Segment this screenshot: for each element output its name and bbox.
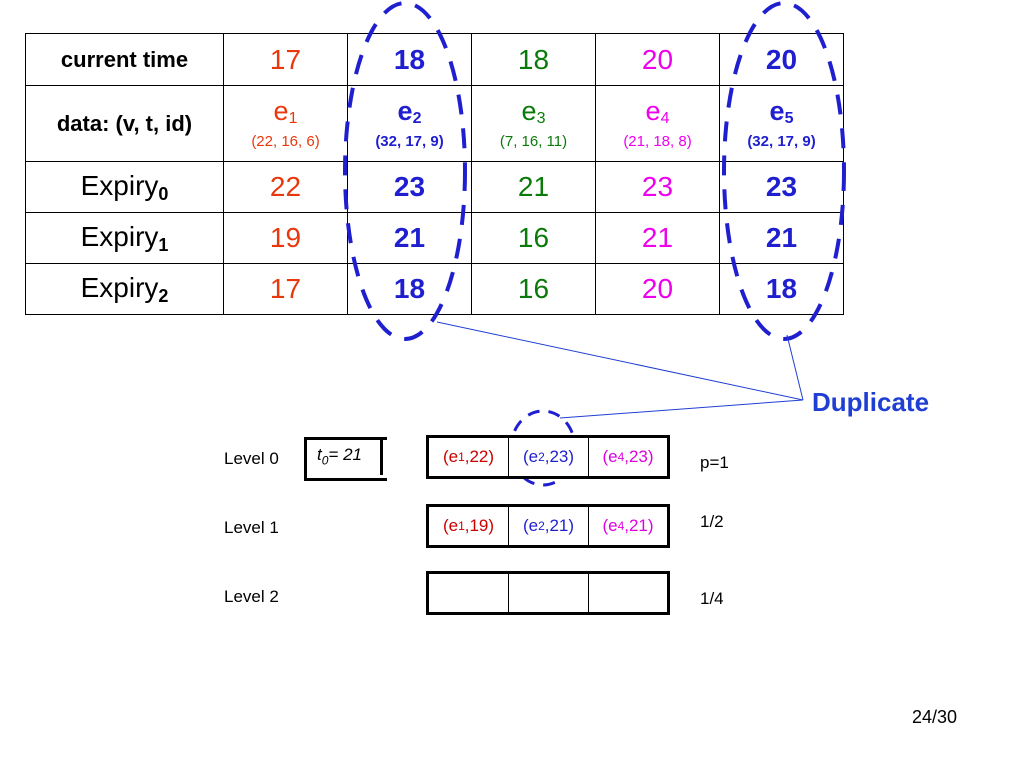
- current-time-header: current time: [25, 33, 224, 86]
- expiry-value: 23: [595, 161, 720, 213]
- buffer-cell: [589, 574, 667, 612]
- element-name: e3: [521, 95, 546, 127]
- element-values: (32, 17, 9): [747, 132, 816, 150]
- buffer-cell: [509, 574, 589, 612]
- element-name: e1: [273, 95, 298, 127]
- time-cell: 17: [223, 33, 348, 86]
- t0-divider: [380, 437, 383, 475]
- level-2-probability: 1/4: [700, 589, 724, 608]
- element-cell: e1 (22, 16, 6): [223, 85, 348, 162]
- element-name: e5: [769, 95, 794, 127]
- expiry-value: 21: [471, 161, 596, 213]
- element-name: e4: [645, 95, 670, 127]
- expiry-label: Expiry0: [25, 161, 224, 213]
- t0-box: [304, 437, 387, 481]
- level-2-label: Level 2: [224, 587, 279, 606]
- t0-label: t0= 21: [317, 445, 362, 468]
- element-values: (22, 16, 6): [251, 132, 320, 150]
- level-0-probability: p=1: [700, 453, 729, 472]
- element-name: e2: [397, 95, 422, 127]
- expiry-value: 20: [595, 263, 720, 315]
- pointer-line-duplicate: [559, 399, 804, 419]
- element-values: (21, 18, 8): [623, 132, 692, 150]
- expiry-table: current time 17 18 18 20 20 data: (v, t,…: [25, 33, 844, 315]
- expiry-value: 18: [719, 263, 844, 315]
- pointer-line-e5: [786, 334, 804, 401]
- expiry-value: 21: [719, 212, 844, 264]
- pointer-line-e2: [436, 321, 804, 401]
- highlight-ellipse-e2: [343, 1, 467, 341]
- expiry-value: 16: [471, 212, 596, 264]
- expiry-value: 23: [347, 161, 472, 213]
- level-1-probability: 1/2: [700, 512, 724, 531]
- level-1-label: Level 1: [224, 518, 279, 537]
- duplicate-label: Duplicate: [812, 387, 930, 417]
- expiry-label: Expiry1: [25, 212, 224, 264]
- level-0-label: Level 0: [224, 449, 279, 468]
- expiry-value: 22: [223, 161, 348, 213]
- expiry-label: Expiry2: [25, 263, 224, 315]
- element-values: (7, 16, 11): [499, 132, 568, 150]
- expiry-value: 21: [595, 212, 720, 264]
- expiry-value: 16: [471, 263, 596, 315]
- level-2-buffer: [426, 571, 670, 615]
- page-number: 24/30: [912, 707, 958, 727]
- element-values: (32, 17, 9): [375, 132, 444, 150]
- highlight-ellipse-e5: [722, 1, 846, 341]
- buffer-cell: [429, 574, 509, 612]
- expiry-value: 17: [223, 263, 348, 315]
- expiry-value: 19: [223, 212, 348, 264]
- element-cell: e4 (21, 18, 8): [595, 85, 720, 162]
